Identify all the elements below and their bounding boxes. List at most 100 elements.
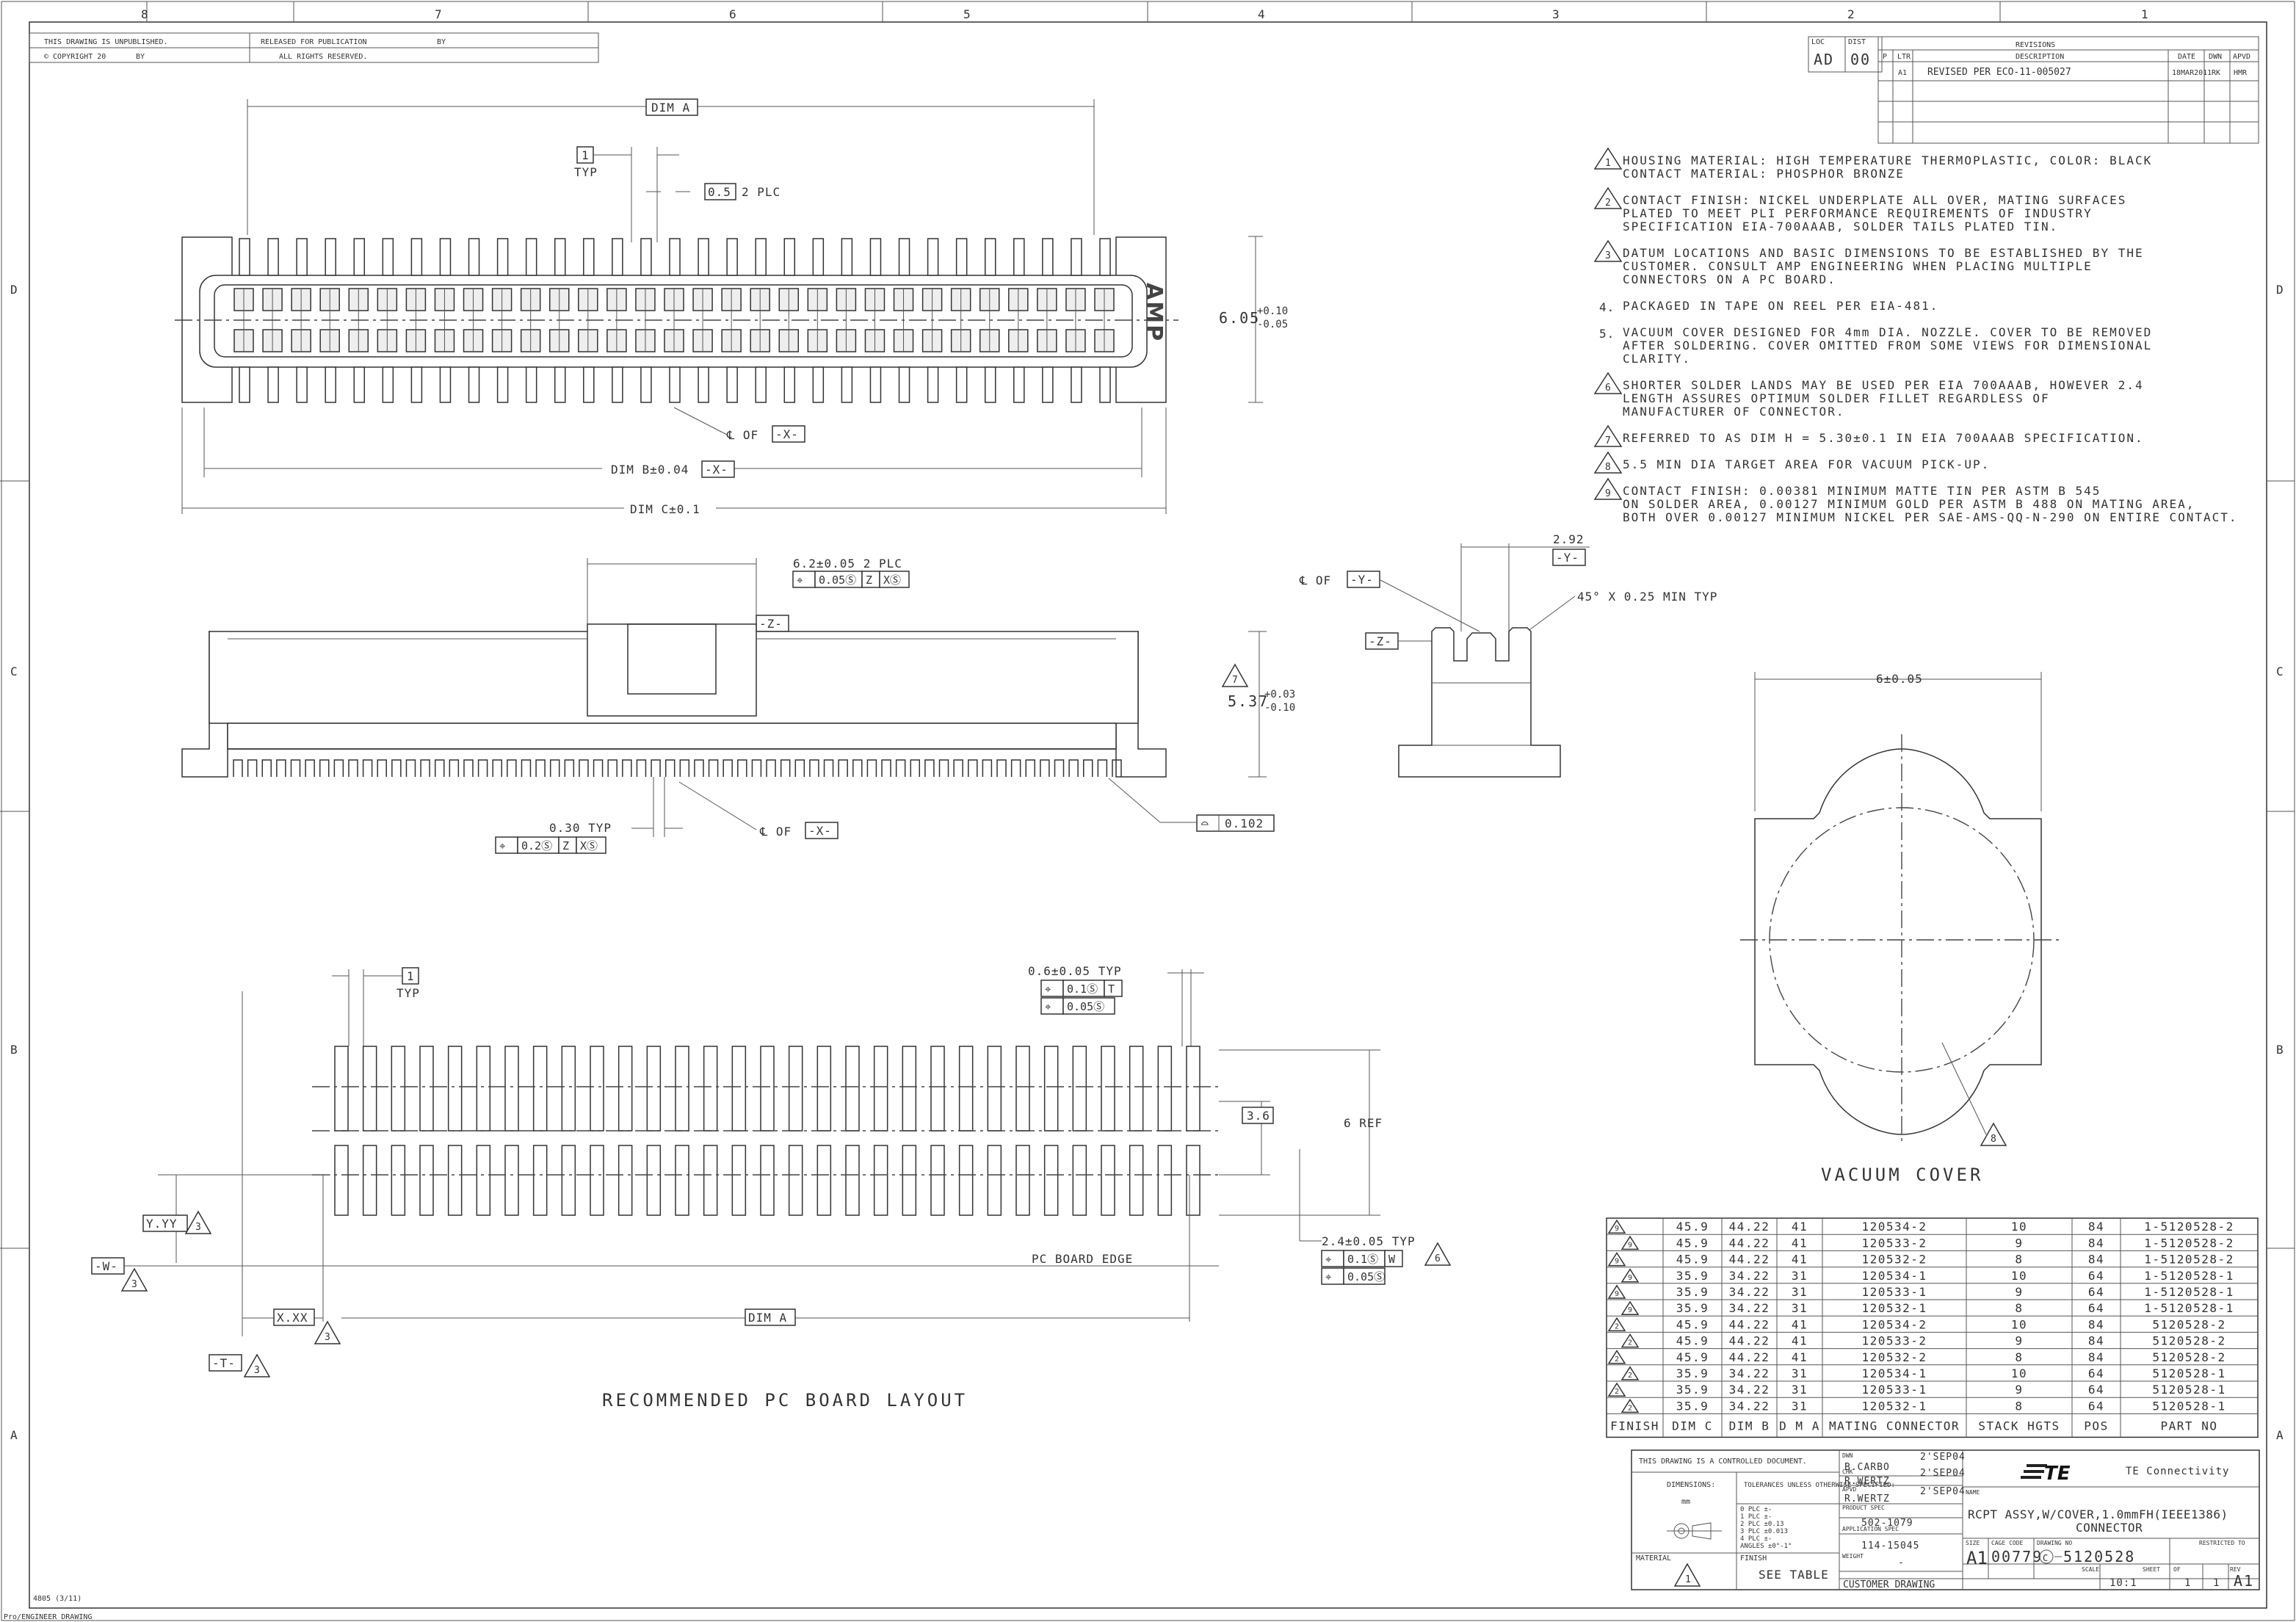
- note-line: PLATED TO MEET PLI PERFORMANCE REQUIREME…: [1623, 206, 2093, 220]
- note-line: CONNECTORS ON A PC BOARD.: [1623, 272, 1836, 286]
- table-cell: 84: [2088, 1253, 2104, 1267]
- pin-tail: [554, 366, 566, 403]
- tolerance-row: 0 PLC ±-: [1740, 1506, 1772, 1513]
- weight-label: WEIGHT: [1842, 1553, 1864, 1560]
- note-triangle: [1593, 372, 1623, 394]
- zone-row-b-right: B: [2276, 1043, 2284, 1057]
- table-header-cell: DIM C: [1672, 1419, 1713, 1433]
- pin-tail: [726, 238, 738, 276]
- part-name-1: RCPT ASSY,W/COVER,1.0mmFH(IEEE1386): [1968, 1507, 2228, 1521]
- top-height-main: 6.05: [1219, 309, 1260, 327]
- pin-tail: [841, 366, 853, 403]
- rev-row-description: REVISED PER ECO-11-005027: [1927, 67, 2071, 78]
- top-height-tol-plus: +0.10: [1257, 305, 1288, 317]
- note-line: PACKAGED IN TAPE ON REEL PER EIA-481.: [1623, 299, 1938, 313]
- pcb-ref-6: 6 REF: [1344, 1116, 1383, 1130]
- note-line: CONTACT MATERIAL: PHOSPHOR BRONZE: [1623, 167, 1905, 181]
- fcf-text: 0.2Ⓢ: [521, 839, 552, 852]
- finish-note: 9: [1628, 1274, 1632, 1282]
- side-height-tol-minus: -0.10: [1264, 702, 1295, 714]
- side-pin: [938, 759, 949, 777]
- pad-lower: [447, 1145, 463, 1216]
- pad-upper: [987, 1046, 1002, 1132]
- cage-label: CAGE CODE: [1991, 1540, 2024, 1546]
- table-cell: 44.22: [1729, 1253, 1770, 1267]
- side-pin: [723, 759, 733, 777]
- pin-tail: [669, 366, 681, 403]
- finish-note-triangle: [1607, 1317, 1626, 1332]
- side-pin: [549, 759, 560, 777]
- note-number: 9: [1605, 488, 1611, 499]
- side-pin: [766, 759, 776, 777]
- finish-note: 2: [1628, 1404, 1632, 1412]
- side-datum-z: -Z-: [759, 617, 783, 631]
- pin-tail: [640, 238, 652, 276]
- controlled-doc-text: THIS DRAWING IS A CONTROLLED DOCUMENT.: [1639, 1458, 1807, 1466]
- pcb-typ-box: 1: [407, 969, 415, 983]
- part-name-2: CONNECTOR: [2076, 1521, 2143, 1535]
- note-number: 2: [1605, 198, 1611, 209]
- table-cell: 9: [2015, 1285, 2023, 1299]
- pcb-datum-t-note: 3: [254, 1365, 260, 1376]
- side-pin: [968, 759, 978, 777]
- table-cell: 5120528-1: [2152, 1366, 2226, 1380]
- table-cell: 35.9: [1676, 1301, 1709, 1315]
- material-label: MATERIAL: [1636, 1554, 1671, 1563]
- pin-tail: [984, 238, 996, 276]
- note-line: CLARITY.: [1623, 352, 1691, 366]
- side-pin: [477, 759, 488, 777]
- top-contacts: [233, 288, 1115, 352]
- side-pin: [1054, 759, 1065, 777]
- pad-upper: [930, 1046, 945, 1132]
- dwn-label: DWN: [1842, 1452, 1853, 1459]
- pin-tail: [898, 238, 910, 276]
- pin-tail: [726, 366, 738, 403]
- table-header-cell: FINISH: [1610, 1419, 1659, 1433]
- pro-engineer-drawing: Pro/ENGINEER DRAWING: [4, 1613, 92, 1621]
- table-cell: 31: [1792, 1366, 1808, 1380]
- pcb-fcf-4: ⌖0.05Ⓢ: [1321, 1267, 1386, 1285]
- side-pin: [420, 759, 430, 777]
- pin-tail: [296, 238, 308, 276]
- end-datum-y: -Y-: [1556, 551, 1579, 565]
- fcf-text: T: [1108, 982, 1115, 996]
- pad-lower: [1129, 1145, 1144, 1216]
- side-pin: [823, 759, 834, 777]
- size-value: A1: [1966, 1548, 1988, 1568]
- of-value: 1: [2213, 1577, 2220, 1589]
- dimensions-unit: mm: [1681, 1498, 1690, 1506]
- note-line: DATUM LOCATIONS AND BASIC DIMENSIONS TO …: [1623, 246, 2144, 260]
- note-triangle: [1593, 239, 1623, 262]
- pin-tail: [755, 366, 767, 403]
- note-triangle: [1593, 477, 1623, 500]
- finish-note: 2: [1615, 1322, 1619, 1330]
- zone-col-2: 2: [1847, 7, 1855, 21]
- table-cell: 64: [2088, 1383, 2104, 1397]
- note-line: CONTACT FINISH: NICKEL UNDERPLATE ALL OV…: [1623, 193, 2126, 207]
- fcf-text: ⌖: [797, 573, 803, 587]
- table-cell: 44.22: [1729, 1350, 1770, 1364]
- sheet-value: 1: [2184, 1577, 2191, 1589]
- table-cell: 44.22: [1729, 1317, 1770, 1331]
- finish-note: 9: [1628, 1241, 1632, 1249]
- side-pins: [233, 759, 1122, 777]
- pin-tail: [841, 238, 853, 276]
- pcb-fcf-2: ⌖0.05Ⓢ: [1040, 997, 1115, 1015]
- table-cell: 64: [2088, 1366, 2104, 1380]
- zone-row-a-left: A: [10, 1428, 18, 1442]
- note-line: REFERRED TO AS DIM H = 5.30±0.1 IN EIA 7…: [1623, 431, 2144, 445]
- pad-lower: [675, 1145, 689, 1216]
- table-cell: 9: [2015, 1334, 2023, 1348]
- finish-note-triangle: [1607, 1252, 1626, 1267]
- side-pin: [535, 759, 546, 777]
- pad-lower: [334, 1145, 349, 1216]
- top-pins-lower: [239, 366, 1111, 403]
- dist-label: DIST: [1848, 38, 1866, 46]
- table-cell: 31: [1792, 1399, 1808, 1413]
- fcf-cell: [1384, 1250, 1403, 1267]
